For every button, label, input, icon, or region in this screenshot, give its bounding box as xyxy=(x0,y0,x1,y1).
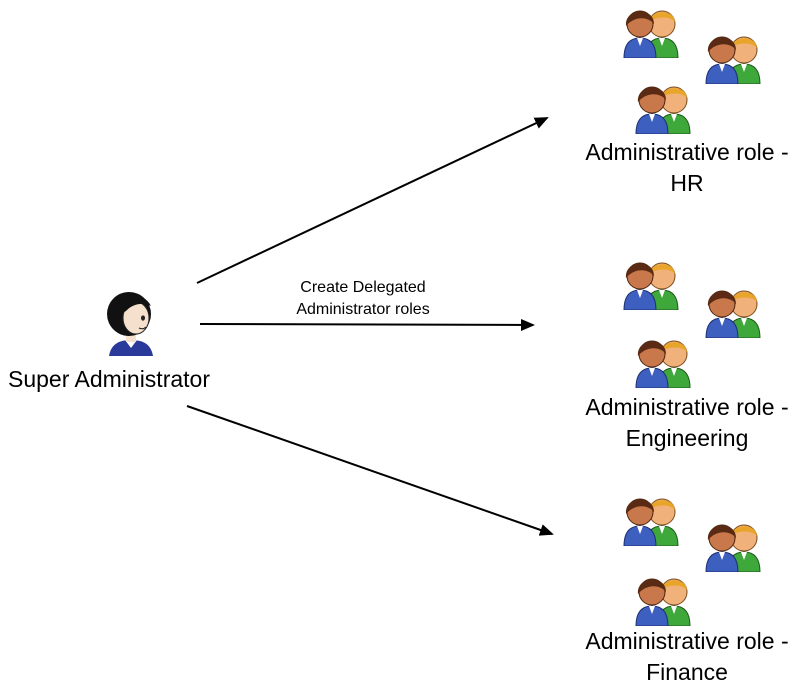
arrow-to-hr xyxy=(196,117,549,284)
user-group-icon xyxy=(634,80,692,134)
arrow-caption-line2: Administrator roles xyxy=(296,301,430,318)
user-group-icon xyxy=(622,492,680,546)
role-label-line2: Engineering xyxy=(625,425,749,451)
role-label-line1: Administrative role - xyxy=(585,394,789,420)
user-group-icon xyxy=(622,256,680,310)
role-label-line1: Administrative role - xyxy=(585,139,789,165)
person-icon xyxy=(107,292,153,356)
arrow-caption-line1: Create Delegated xyxy=(300,279,426,296)
super-administrator-label: Super Administrator xyxy=(8,366,210,392)
user-group-icon xyxy=(704,30,762,84)
user-group-icon xyxy=(704,518,762,572)
role-label-line2: HR xyxy=(670,170,704,196)
user-group-icon xyxy=(622,4,680,58)
user-group-icon xyxy=(704,284,762,338)
role-label-finance: Administrative role - Finance xyxy=(562,626,804,688)
role-label-hr: Administrative role - HR xyxy=(562,137,804,199)
role-label-engineering: Administrative role - Engineering xyxy=(562,392,804,454)
role-label-line2: Finance xyxy=(646,659,728,685)
arrow-caption: Create Delegated Administrator roles xyxy=(248,277,478,321)
user-group-icon xyxy=(634,572,692,626)
arrow-to-engineering xyxy=(199,318,535,331)
user-group-icon xyxy=(634,334,692,388)
role-label-line1: Administrative role - xyxy=(585,628,789,654)
arrow-to-finance xyxy=(186,405,554,536)
